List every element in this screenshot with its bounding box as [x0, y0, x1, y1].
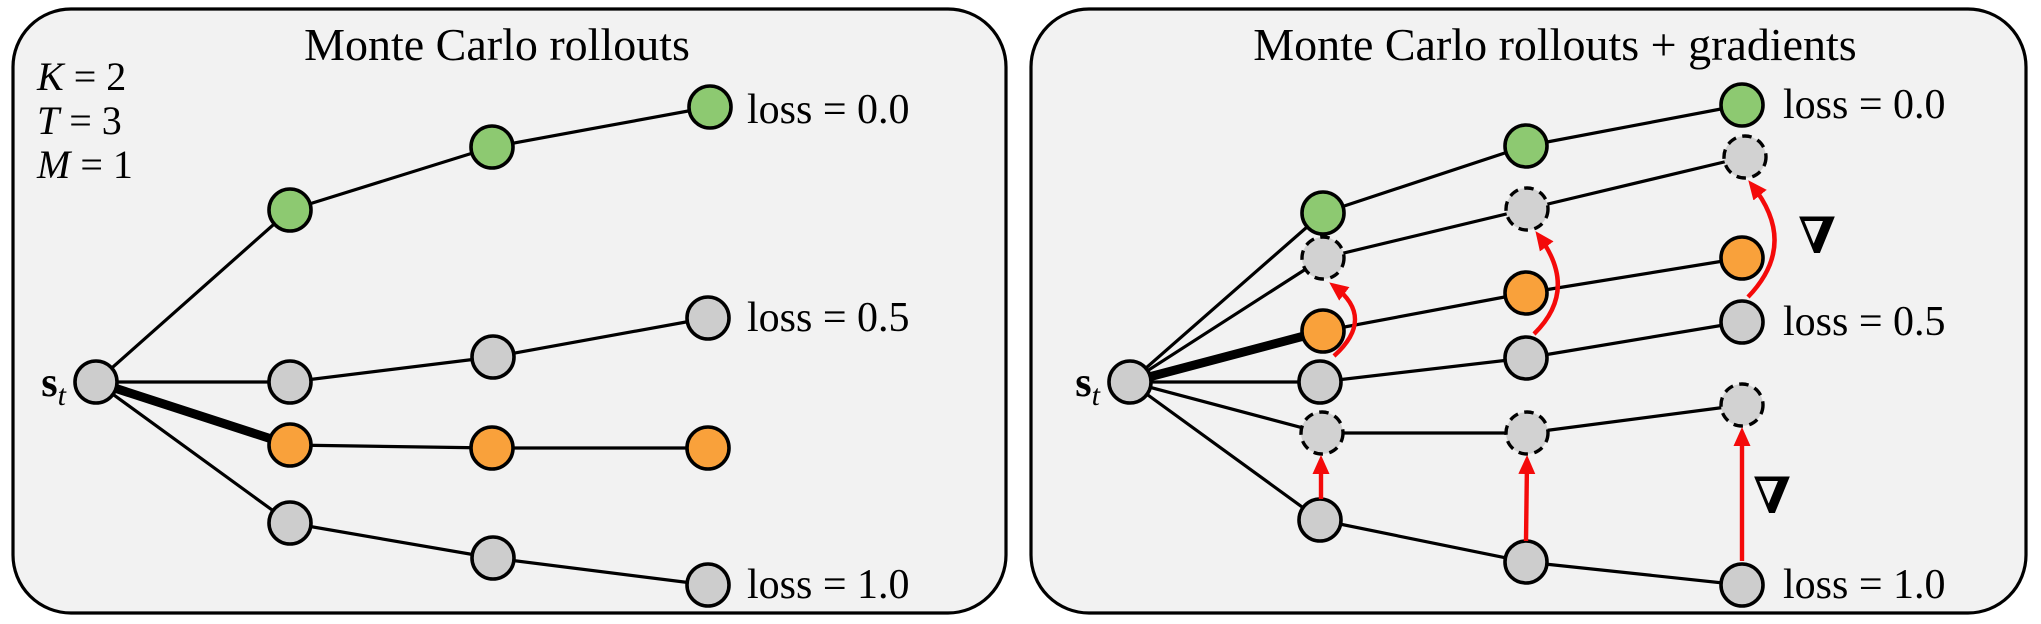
rollout-green-t1 [267, 187, 313, 233]
tree-edge-thick [1125, 326, 1328, 387]
tree-edge [1318, 518, 1528, 564]
nabla-symbol: ∇ [1753, 468, 1791, 524]
tree-edge [1321, 207, 1529, 260]
dashed-updated-node-a-t1 [1300, 235, 1346, 281]
rollout-green-t3 [687, 84, 733, 130]
gradient-arrow-curved [1329, 282, 1358, 358]
tree-edge [490, 105, 712, 149]
rollout-green-t3 [1719, 82, 1765, 128]
tree-edge [94, 208, 292, 384]
rollout-gray-b-t2 [1503, 539, 1549, 585]
panel-title: Monte Carlo rollouts + gradients [1253, 19, 1856, 70]
diagram-root: Monte Carlo rollouts K = 2T = 3M = 1 st los… [11, 7, 2028, 615]
param-M: M = 1 [36, 142, 133, 187]
rollout-gray-a-t3 [1719, 299, 1765, 345]
rollout-orange-t1 [1300, 308, 1346, 354]
rollout-green-t2 [1503, 123, 1549, 169]
dashed-updated-node-a-t3 [1722, 134, 1768, 180]
tree-edge [1128, 211, 1325, 384]
rollout-gray-b-t3 [1719, 562, 1765, 608]
tree-edge [1318, 356, 1528, 384]
rollout-gray-b-t1 [267, 500, 313, 546]
tree-edge [1525, 403, 1744, 435]
gradient-arrow-curved [1746, 180, 1777, 299]
dashed-updated-node-b-t3 [1719, 382, 1765, 428]
state-label: st [41, 360, 66, 412]
rollout-gray-b-t1 [1297, 497, 1343, 543]
tree-edge [94, 380, 292, 525]
tree-edge [1524, 256, 1744, 295]
tree-edge [491, 316, 710, 359]
rollout-orange-t3 [685, 425, 731, 471]
rollout-gray-b-t3 [685, 562, 731, 608]
state-label: st [1075, 360, 1100, 412]
param-K: K = 2 [36, 54, 126, 99]
tree-edge [491, 556, 710, 587]
tree-edge [288, 443, 494, 450]
dashed-updated-node-b-t2 [1504, 410, 1550, 456]
gradient-arrow-curved [1532, 231, 1560, 336]
dashed-updated-node-a-t2 [1504, 186, 1550, 232]
tree-edge [1128, 256, 1325, 384]
tree-edge [1525, 155, 1747, 211]
loss-label: loss = 0.0 [1783, 82, 1946, 128]
root-state [1107, 359, 1153, 405]
rollout-orange-t3 [1719, 235, 1765, 281]
panel-monte-carlo-rollouts: Monte Carlo rollouts K = 2T = 3M = 1 st los… [11, 7, 1008, 615]
rollout-green-t2 [469, 124, 515, 170]
tree-edge [1128, 380, 1324, 435]
panel-frame [11, 7, 1008, 615]
param-T: T = 3 [37, 98, 122, 143]
loss-label: loss = 0.0 [747, 87, 910, 133]
panel-monte-carlo-rollouts-gradients: Monte Carlo rollouts + gradients st ∇ ∇ loss… [1029, 7, 2028, 615]
rollout-green-t1 [1300, 190, 1346, 236]
rollout-orange-t2 [1503, 270, 1549, 316]
loss-label: loss = 0.5 [1783, 299, 1946, 345]
tree-edge [1321, 144, 1528, 215]
rollout-gray-a-t1 [1297, 359, 1343, 405]
rollout-orange-t2 [469, 425, 515, 471]
rollout-gray-a-t2 [470, 334, 516, 380]
tree-edge-thick [91, 377, 295, 450]
tree-edge [288, 145, 494, 212]
loss-label: loss = 1.0 [747, 562, 910, 608]
nabla-symbol: ∇ [1798, 208, 1836, 264]
panel-title: Monte Carlo rollouts [304, 19, 690, 70]
dashed-updated-node-b-t1 [1299, 410, 1345, 456]
rollout-gray-b-t2 [470, 535, 516, 581]
tree-edge [1524, 103, 1744, 148]
loss-label: loss = 1.0 [1783, 562, 1946, 608]
tree-edge [1524, 560, 1744, 587]
gradient-arrow-straight [1518, 455, 1536, 542]
tree-edge [288, 355, 495, 384]
rollout-gray-a-t2 [1503, 335, 1549, 381]
tree-edge [1524, 320, 1744, 360]
rollout-gray-a-t3 [685, 295, 731, 341]
tree-edge [1321, 291, 1528, 333]
root-state [73, 359, 119, 405]
rollout-orange-t1 [267, 422, 313, 468]
rollout-gray-a-t1 [267, 359, 313, 405]
loss-label: loss = 0.5 [747, 295, 910, 341]
tree-edge [1128, 380, 1322, 522]
tree-edge [288, 521, 495, 560]
